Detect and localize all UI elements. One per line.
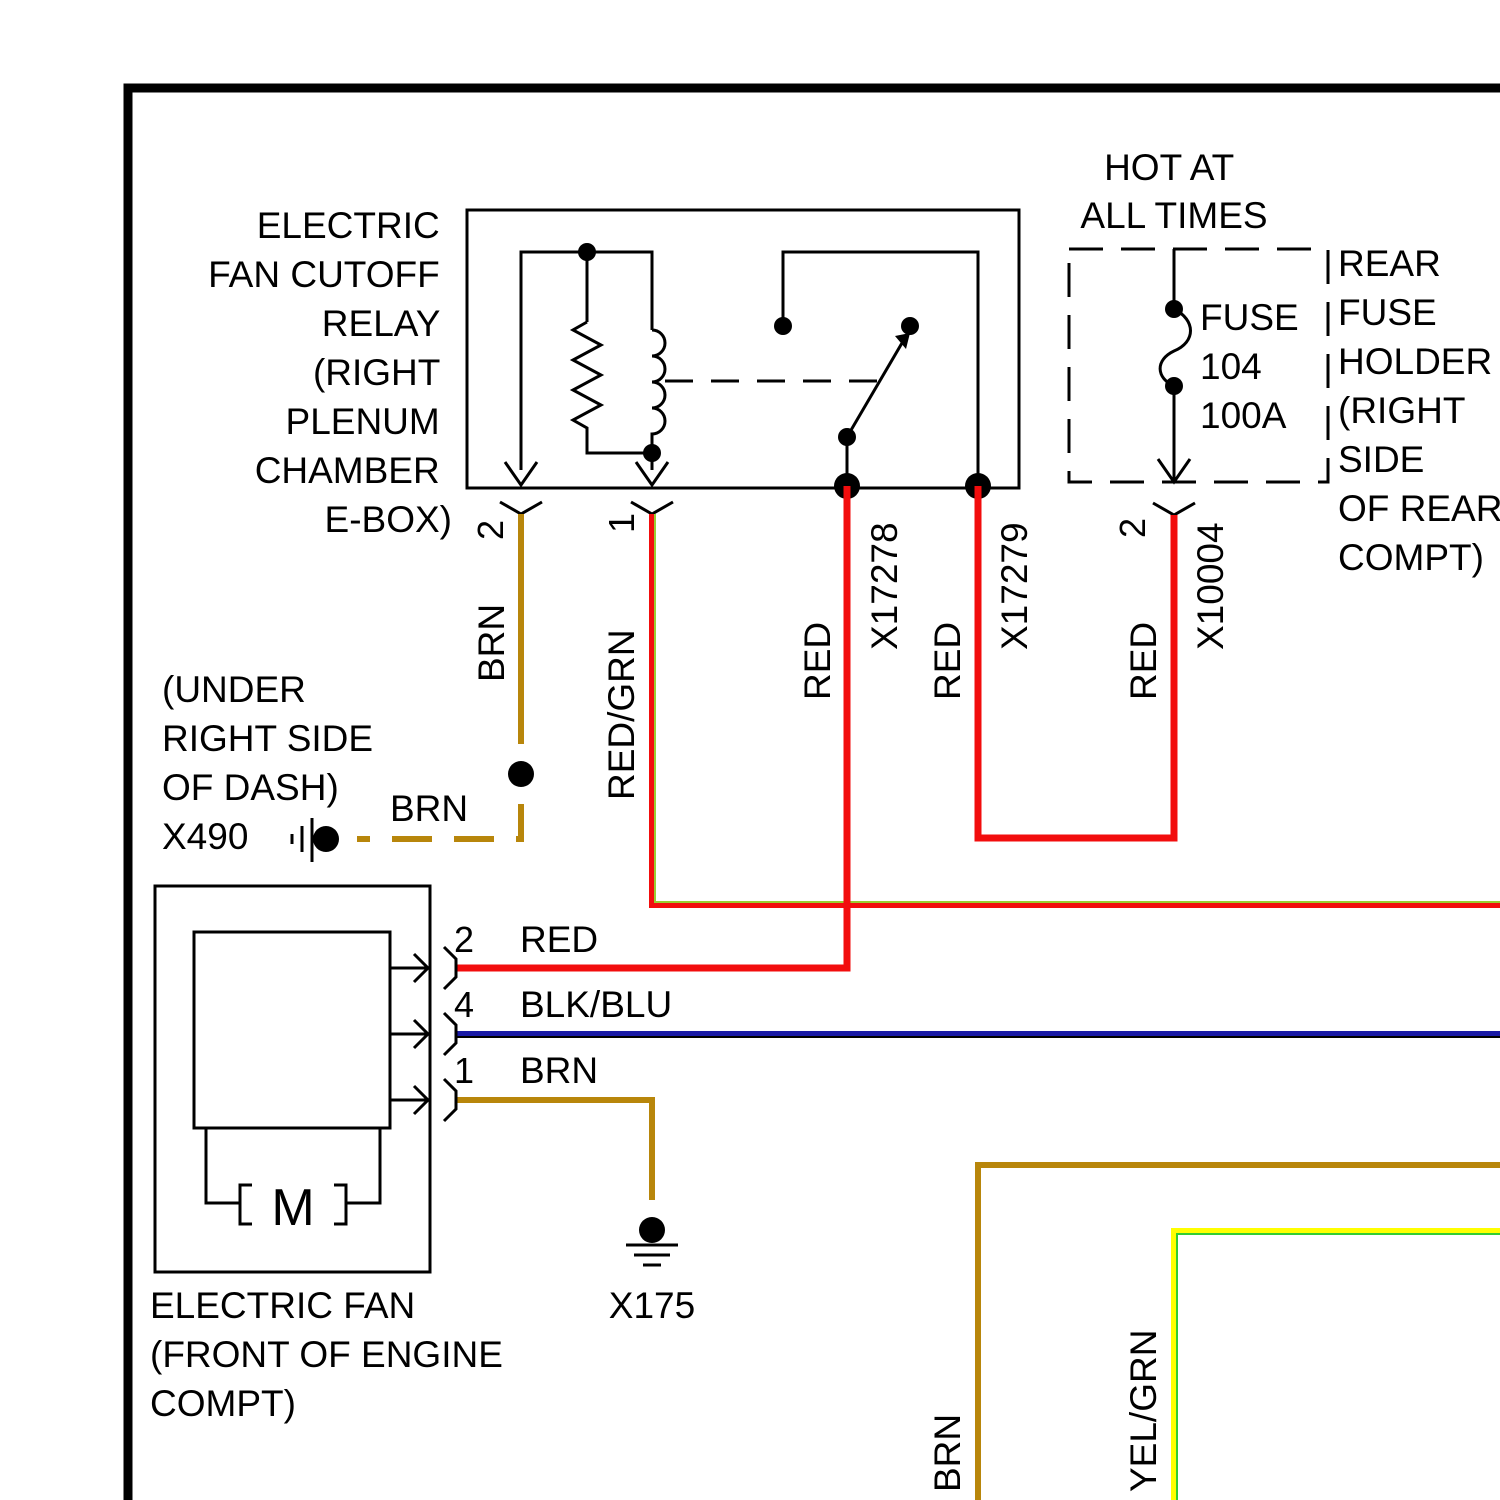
fuse-icon xyxy=(1160,309,1190,386)
fan-module-box xyxy=(194,932,390,1128)
ground-x490-label: (UNDER RIGHT SIDE OF DASH) X490 xyxy=(162,669,383,857)
wire-brn-x175 xyxy=(455,1100,652,1200)
motor-icon: M xyxy=(271,1179,314,1237)
wire-label-red-87: RED xyxy=(797,622,838,700)
fan-pin-4: 4 xyxy=(454,984,474,1025)
relay-pin-1: 1 xyxy=(601,513,642,533)
fan-wire-brn-label: BRN xyxy=(520,1050,598,1091)
electric-fan-label: ELECTRIC FAN (FRONT OF ENGINE COMPT) xyxy=(150,1285,513,1424)
wire-label-lower-brn: BRN xyxy=(927,1414,968,1492)
relay-pin-2: 2 xyxy=(470,520,511,540)
wire-lower-yel-grn xyxy=(1174,1231,1500,1500)
hot-at-all-times-label: HOT AT ALL TIMES xyxy=(1080,147,1267,236)
ground-x175-icon xyxy=(626,1217,678,1265)
relay-label: ELECTRIC FAN CUTOFF RELAY (RIGHT PLENUM … xyxy=(208,205,452,540)
ground-x490-icon xyxy=(292,818,339,862)
splice-x17278: X17278 xyxy=(864,522,905,650)
wire-label-lower-yel-grn: YEL/GRN xyxy=(1123,1330,1164,1492)
fuse-label: FUSE 104 100A xyxy=(1200,297,1309,436)
electric-fan: M xyxy=(155,886,456,1272)
wire-label-brn-pin2: BRN xyxy=(471,604,512,682)
fan-wire-blk-blu-label: BLK/BLU xyxy=(520,984,672,1025)
fan-cutoff-relay xyxy=(467,210,1019,514)
fan-pin-1: 1 xyxy=(454,1050,474,1091)
wire-label-red-grn: RED/GRN xyxy=(601,629,642,800)
fuse-pin-2: 2 xyxy=(1112,518,1153,538)
fan-wire-red-label: RED xyxy=(520,919,598,960)
fuse-holder-box xyxy=(1069,249,1328,515)
fan-pin-2: 2 xyxy=(454,919,474,960)
splice-x10004: X10004 xyxy=(1190,522,1231,650)
wire-label-x490-brn: BRN xyxy=(390,788,468,829)
ground-x175-label: X175 xyxy=(609,1285,695,1326)
fuse-holder-label: REAR FUSE HOLDER (RIGHT SIDE OF REAR COM… xyxy=(1338,243,1500,578)
splice-x17279: X17279 xyxy=(994,522,1035,650)
wire-label-red-fuse: RED xyxy=(1123,622,1164,700)
wire-lower-brn xyxy=(978,1165,1500,1500)
switch-contact xyxy=(847,343,902,437)
resistor-icon xyxy=(573,322,652,453)
wire-label-red-30: RED xyxy=(927,622,968,700)
